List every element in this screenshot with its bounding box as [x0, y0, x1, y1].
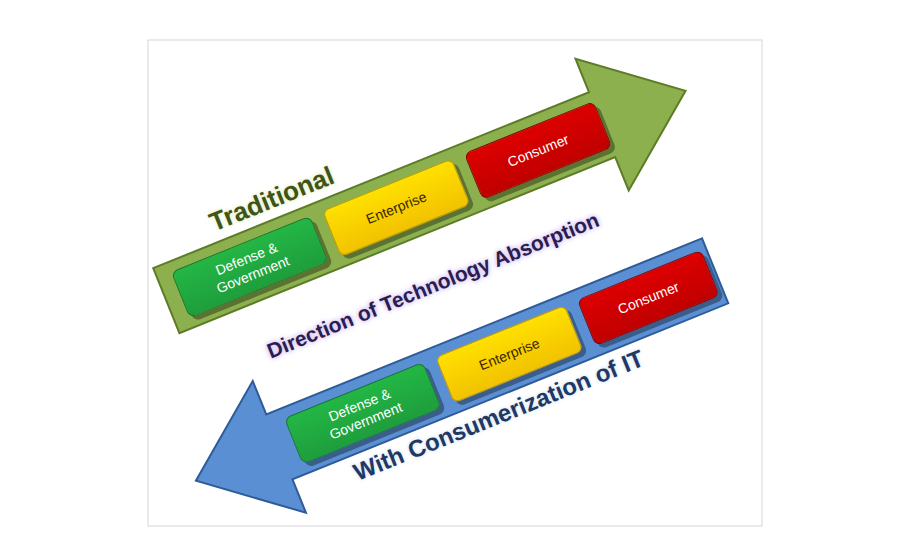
arrow-outline [140, 25, 712, 366]
arrow-outline [169, 205, 741, 546]
